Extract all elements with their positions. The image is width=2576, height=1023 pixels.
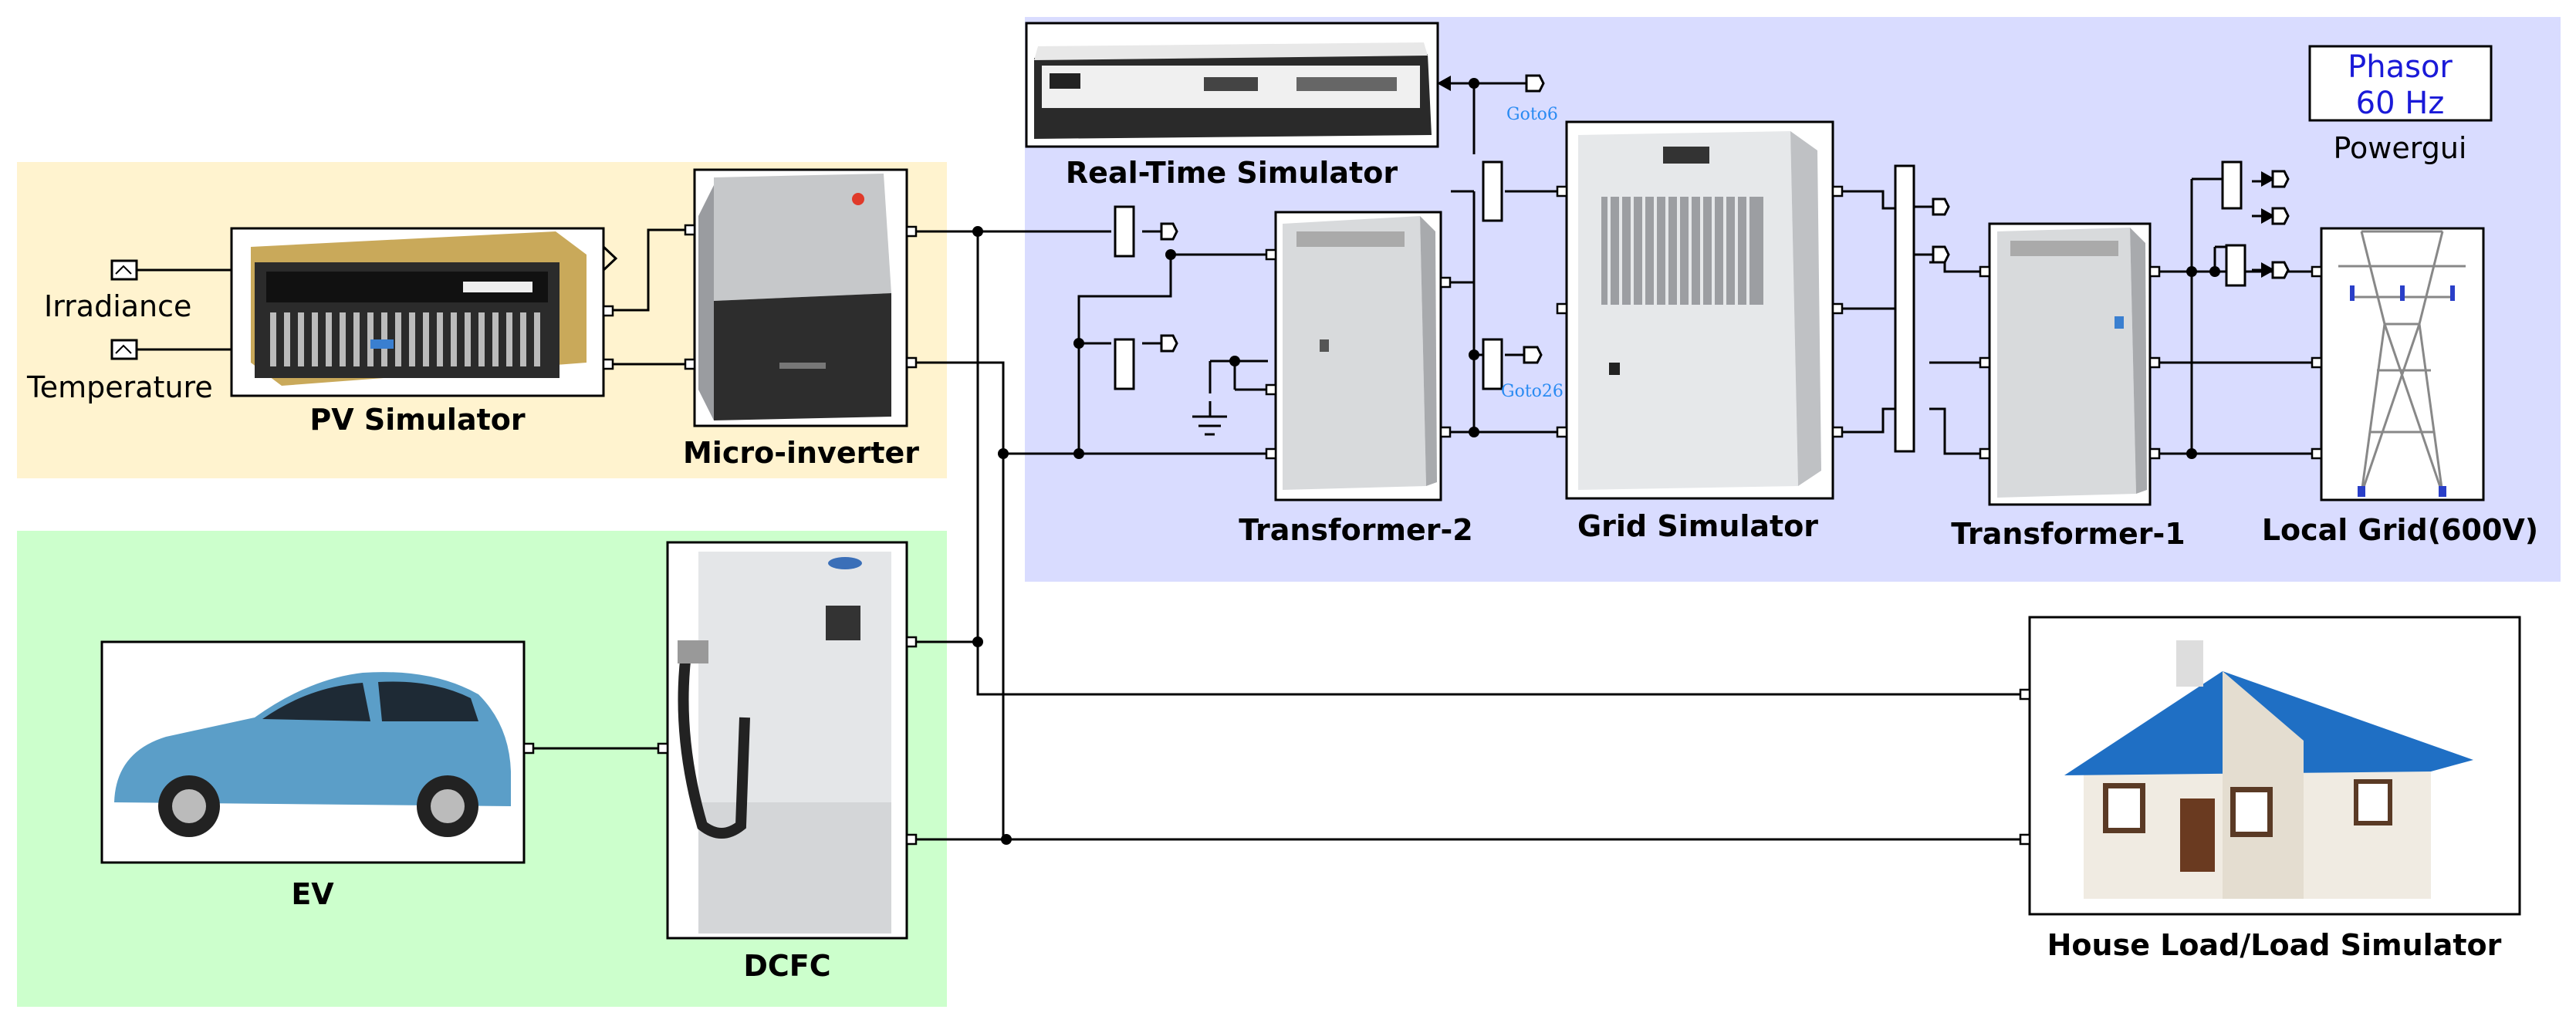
- powergui-mode: Phasor: [2348, 49, 2453, 85]
- house-load-block[interactable]: [2028, 616, 2521, 916]
- local-grid-block[interactable]: [2320, 227, 2485, 501]
- transformer-2-label: Transformer-2: [1239, 513, 1473, 547]
- ev-block[interactable]: [100, 640, 526, 864]
- temperature-input-block[interactable]: [110, 339, 138, 360]
- irradiance-input-block[interactable]: [110, 259, 138, 281]
- real-time-simulator-label: Real-Time Simulator: [1066, 156, 1398, 190]
- powergui-label: Powergui: [2334, 131, 2467, 165]
- irradiance-label: Irradiance: [44, 289, 191, 323]
- dcfc-label: DCFC: [743, 949, 830, 983]
- pv-simulator-block[interactable]: [230, 227, 605, 397]
- transformer-2-block[interactable]: [1274, 211, 1442, 501]
- transformer-1-block[interactable]: [1988, 222, 2152, 506]
- bus-selectors: [1114, 160, 2246, 453]
- pv-simulator-label: PV Simulator: [309, 403, 525, 437]
- transformer-1-label: Transformer-1: [1951, 517, 2186, 551]
- goto6-label: Goto6: [1506, 105, 1558, 124]
- grid-simulator-label: Grid Simulator: [1577, 509, 1818, 543]
- powergui-block[interactable]: [2308, 45, 2493, 122]
- dcfc-block[interactable]: [666, 541, 908, 940]
- goto-tags: [1160, 74, 2290, 364]
- local-grid-label: Local Grid(600V): [2262, 513, 2538, 547]
- micro-inverter-label: Micro-inverter: [683, 436, 919, 470]
- ev-label: EV: [291, 877, 334, 911]
- micro-inverter-block[interactable]: [693, 168, 908, 427]
- powergui-frequency: 60 Hz: [2356, 86, 2445, 121]
- house-load-label: House Load/Load Simulator: [2047, 928, 2502, 962]
- temperature-label: Temperature: [26, 370, 213, 404]
- grid-simulator-block[interactable]: [1565, 120, 1834, 500]
- goto26-label: Goto26: [1501, 382, 1564, 401]
- real-time-simulator-block[interactable]: [1025, 22, 1439, 148]
